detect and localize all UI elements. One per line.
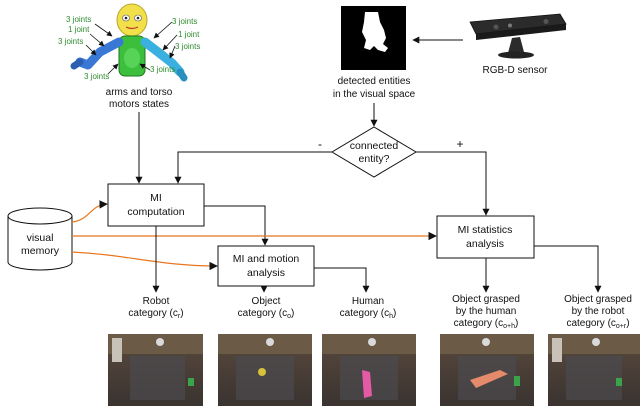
grasp-robot-line2: by the robot [572,306,625,317]
joints-left-low: 3 joints [58,37,83,46]
robot-category-line2: category (cr) [128,308,183,320]
sensor-label: RGB-D sensor [482,65,548,76]
human-category-line1: Human [352,296,384,307]
thumbnail-robot-category [108,334,203,406]
robot-category-line1: Robot [143,296,170,307]
grasp-robot-line1: Object grasped [564,294,632,305]
entities-caption-line1: detected entities [338,76,411,87]
memory-line1: visual [27,232,54,244]
robot-caption-line1: arms and torso [106,87,173,98]
decision-line2: entity? [359,153,390,165]
decision-plus: + [456,137,463,151]
grasp-robot-line3: category (co+r) [566,318,629,330]
joints-right-mid: 1 joint [178,30,200,39]
mi-motion-box [217,245,315,287]
joints-left-top: 3 joints [66,15,91,24]
mi-statistics-line1: MI statistics [458,224,513,236]
thumbnail-grasp-robot-category [548,334,640,406]
rgbd-sensor-icon [469,13,567,59]
thumbnail-human-category [322,334,416,406]
decision-line1: connected [350,140,399,152]
mi-motion-line2: analysis [247,267,285,279]
mi-motion-line1: MI and motion [233,253,300,265]
mi-computation-line2: computation [127,206,184,218]
thumbnail-object-category [218,334,312,406]
grasp-human-line3: category (co+h) [454,318,519,330]
grasp-human-line2: by the human [456,306,517,317]
mi-statistics-box [436,215,535,259]
joints-right-low: 3 joints [175,42,200,51]
joints-left-bottom: 3 joints [84,72,109,81]
robot-caption-line2: motors states [109,99,169,110]
stats-to-grasp-robot-arrow [534,245,602,293]
mi-computation-box [107,183,205,227]
joints-right-top: 3 joints [172,17,197,26]
mi-statistics-line2: analysis [466,238,504,250]
visual-memory-cylinder [7,207,73,271]
mi-to-motion-arrow [204,205,269,246]
joints-left-mid: 1 joint [68,25,90,34]
mi-computation-line1: MI [150,192,162,204]
grasp-human-line1: Object grasped [452,294,520,305]
memory-to-mi-arrow [71,200,108,223]
entities-caption-line2: in the visual space [333,89,416,100]
thumbnail-grasp-human-category [440,334,534,406]
memory-to-motion-arrow [71,251,218,271]
joints-right-bottom: 3 joints [150,65,175,74]
decision-minus-arrow [174,151,332,184]
decision-plus-arrow [416,151,490,216]
motion-to-human-category-arrow [314,267,370,293]
robot-illustration: 3 joints 1 joint 3 joints 3 joints 3 joi… [58,3,200,82]
decision-minus: - [318,137,322,151]
human-category-line2: category (ch) [340,308,397,320]
object-category-line1: Object [252,296,281,307]
memory-line2: memory [21,245,60,257]
object-category-line2: category (co) [238,308,295,320]
decision-diamond [331,126,417,178]
detected-entities-image [341,6,406,70]
